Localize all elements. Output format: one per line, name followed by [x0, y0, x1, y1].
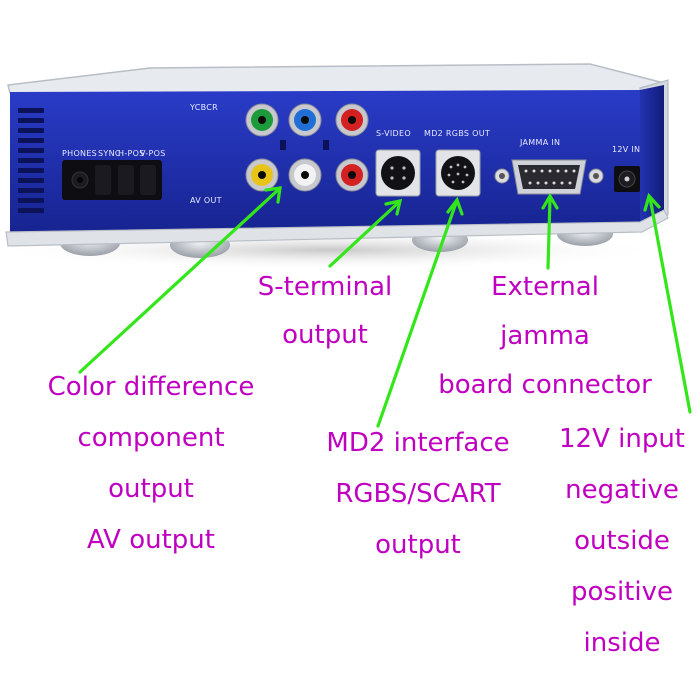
jamma-in-label: JAMMA IN — [519, 138, 560, 147]
callout-power-line3: outside — [574, 526, 670, 556]
rca-green — [245, 103, 279, 137]
callout-power-line5: inside — [583, 628, 661, 658]
phones-label: PHONES — [62, 149, 97, 158]
arrow-jamma — [541, 192, 559, 270]
callout-md2-line1: MD2 interface — [326, 428, 510, 458]
callout-md2: MD2 interface RGBS/SCART output — [312, 428, 524, 560]
callout-component-line3: output — [108, 474, 194, 504]
callout-jamma-line3: board connector — [438, 370, 652, 400]
callout-component-line1: Color difference — [47, 372, 255, 402]
sync-label: SYNC — [98, 149, 121, 158]
arrow-component — [78, 186, 282, 374]
callout-jamma: External jamma board connector — [430, 272, 660, 400]
callout-md2-line2: RGBS/SCART — [335, 479, 501, 509]
s-video-connector — [375, 149, 421, 197]
control-block — [62, 160, 162, 200]
side-panel — [640, 85, 664, 224]
vent-slots — [18, 108, 44, 213]
s-video-label: S-VIDEO — [376, 129, 411, 138]
arrow-md2 — [376, 196, 464, 428]
callout-jamma-line2: jamma — [500, 321, 590, 351]
rca-connectors — [245, 103, 369, 192]
rca-red-bottom — [335, 158, 369, 192]
ycbcr-label: YCBCR — [189, 103, 218, 112]
av-out-label: AV OUT — [190, 196, 222, 205]
callout-jamma-line1: External — [491, 272, 599, 302]
arrow-power — [643, 192, 692, 414]
rca-red-top — [335, 103, 369, 137]
callout-arrows — [78, 186, 692, 428]
rca-yellow — [245, 158, 279, 192]
h-pos-label: H-POS — [118, 149, 145, 158]
acrylic-bottom — [5, 209, 669, 247]
rca-white — [288, 158, 322, 192]
md2-rgbs-connector — [435, 149, 481, 197]
callout-s-terminal-line2: output — [282, 320, 368, 350]
callout-component-line2: component — [77, 423, 225, 453]
control-labels: PHONES SYNC H-POS V-POS — [62, 149, 166, 158]
rca-blue — [288, 103, 322, 137]
jamma-connector — [494, 159, 604, 195]
callout-power-line4: positive — [571, 577, 673, 607]
12v-in-label: 12V IN — [612, 145, 640, 154]
callout-component: Color difference component output AV out… — [40, 372, 262, 555]
callout-s-terminal-line1: S-terminal — [257, 272, 393, 302]
arrow-s-terminal — [328, 198, 403, 268]
callout-md2-line3: output — [375, 530, 461, 560]
dc-power-jack — [614, 166, 640, 192]
callout-power-line2: negative — [565, 475, 679, 505]
callout-power: 12V input negative outside positive insi… — [552, 424, 692, 658]
acrylic-top — [7, 63, 661, 94]
rear-panel — [10, 90, 640, 236]
callout-s-terminal: S-terminal output — [255, 272, 395, 350]
callout-power-line1: 12V input — [558, 424, 685, 454]
v-pos-label: V-POS — [140, 149, 166, 158]
callout-component-line4: AV output — [87, 525, 215, 555]
md2-rgbs-out-label: MD2 RGBS OUT — [424, 129, 490, 138]
